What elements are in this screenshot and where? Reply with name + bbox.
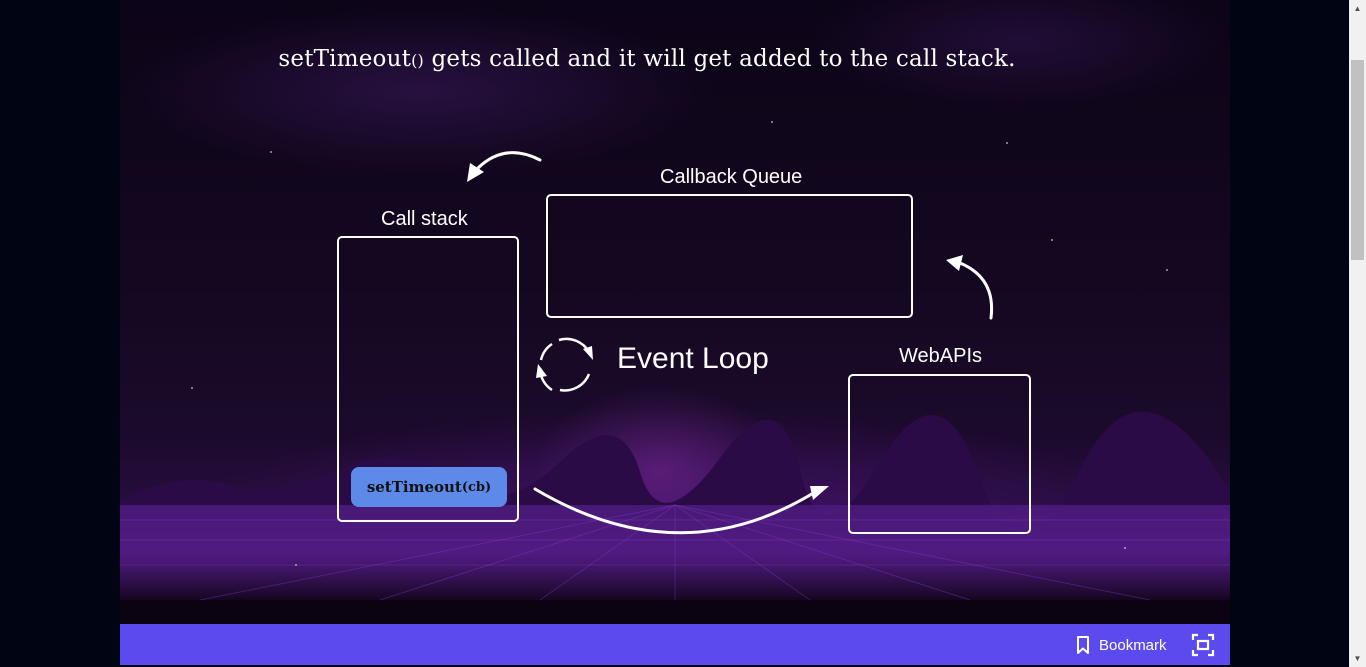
scroll-thumb[interactable] xyxy=(1351,60,1364,260)
caption-parens: () xyxy=(411,51,424,70)
webapis-label: WebAPIs xyxy=(899,345,982,367)
fullscreen-icon xyxy=(1191,633,1215,657)
bookmark-icon xyxy=(1077,636,1089,654)
page-scrollbar[interactable]: ▲ ▼ xyxy=(1349,0,1366,667)
player-toolbar xyxy=(120,624,1230,665)
callback-queue-box xyxy=(546,194,913,318)
scroll-up-arrow-icon[interactable]: ▲ xyxy=(1353,4,1362,13)
caption-text: gets called and it will get added to the… xyxy=(423,46,1016,72)
callback-queue-label: Callback Queue xyxy=(660,166,803,188)
bookmark-label: Bookmark xyxy=(1099,636,1167,654)
caption-function-name: setTimeout xyxy=(278,46,412,72)
slide-caption: setTimeout() gets called and it will get… xyxy=(120,46,1174,72)
call-stack-box xyxy=(337,236,519,522)
stack-frame-name: setTimeout xyxy=(366,478,462,496)
webapis-box xyxy=(848,374,1031,534)
fullscreen-button[interactable] xyxy=(1190,632,1216,658)
scroll-down-arrow-icon[interactable]: ▼ xyxy=(1353,654,1362,663)
stack-frame-settimeout: setTimeout(cb) xyxy=(351,467,507,507)
bookmark-button[interactable]: Bookmark xyxy=(1074,632,1167,658)
stack-frame-args: (cb) xyxy=(461,479,492,495)
event-loop-label: Event Loop xyxy=(617,342,769,375)
call-stack-label: Call stack xyxy=(381,208,468,230)
